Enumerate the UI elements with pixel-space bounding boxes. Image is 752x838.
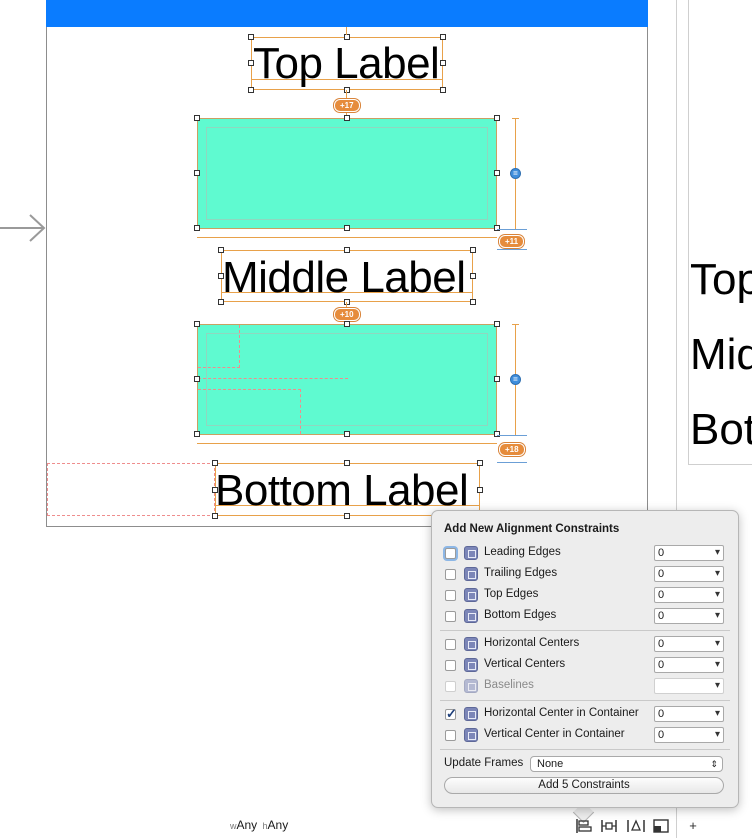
- leading-edges-icon: [464, 546, 478, 560]
- bottom-edges-label: Bottom Edges: [484, 609, 557, 621]
- pin-icon[interactable]: [600, 818, 618, 834]
- constraint-badge[interactable]: +10: [334, 308, 360, 321]
- height-prefix: h: [262, 821, 268, 831]
- leading-edges-checkbox[interactable]: [445, 548, 456, 559]
- constraint-badge[interactable]: +18: [499, 443, 525, 456]
- baselines-value[interactable]: [654, 678, 724, 694]
- horizontal-center-in-container-icon: [464, 707, 478, 721]
- width-prefix: w: [230, 821, 237, 831]
- leading-edges-label: Leading Edges: [484, 546, 561, 558]
- baselines-icon: [464, 679, 478, 693]
- bottom-edges-icon: [464, 609, 478, 623]
- editor-divider[interactable]: [676, 0, 677, 838]
- baselines-checkbox[interactable]: [445, 681, 456, 692]
- top-edges-icon: [464, 588, 478, 602]
- height-class: Any: [267, 818, 289, 832]
- row-horizontal-centers: Horizontal Centers 0: [444, 636, 736, 654]
- bottom-edges-value[interactable]: 0: [654, 608, 724, 624]
- size-class-control[interactable]: wAny hAny: [230, 818, 288, 832]
- separator: [440, 700, 730, 701]
- preview-top-label: Top: [690, 255, 752, 304]
- leading-edges-value[interactable]: 0: [654, 545, 724, 561]
- baselines-label: Baselines: [484, 679, 534, 691]
- preview-pane: [688, 0, 752, 465]
- middle-label[interactable]: Middle Label: [222, 253, 466, 302]
- separator: [440, 630, 730, 631]
- top-label[interactable]: Top Label: [253, 39, 440, 88]
- equal-constraint-icon[interactable]: =: [510, 374, 521, 385]
- update-frames-label: Update Frames: [444, 757, 524, 769]
- vertical-centers-value[interactable]: 0: [654, 657, 724, 673]
- preview-bottom-label: Bot: [690, 405, 752, 454]
- row-bottom-edges: Bottom Edges 0: [444, 608, 736, 626]
- vertical-center-in-container-icon: [464, 728, 478, 742]
- separator: [440, 749, 730, 750]
- horizontal-centers-checkbox[interactable]: [445, 639, 456, 650]
- resize-icon[interactable]: [652, 818, 670, 834]
- align-icon[interactable]: [574, 818, 592, 834]
- horizontal-center-in-container-value[interactable]: 0: [654, 706, 724, 722]
- constraint-badge[interactable]: +17: [334, 99, 360, 112]
- vertical-centers-checkbox[interactable]: [445, 660, 456, 671]
- navigation-bar: [46, 0, 648, 27]
- top-edges-label: Top Edges: [484, 588, 539, 600]
- arrow-right-icon: [0, 214, 46, 242]
- vertical-center-in-container-value[interactable]: 0: [654, 727, 724, 743]
- top-edges-value[interactable]: 0: [654, 587, 724, 603]
- resolve-icon[interactable]: [626, 818, 646, 834]
- update-frames-select[interactable]: None: [530, 756, 723, 772]
- row-vertical-center-in-container: Vertical Center in Container 0: [444, 727, 736, 745]
- horizontal-centers-label: Horizontal Centers: [484, 637, 580, 649]
- horizontal-center-in-container-checkbox[interactable]: [445, 706, 457, 722]
- row-top-edges: Top Edges 0: [444, 587, 736, 605]
- width-class: Any: [236, 818, 258, 832]
- alignment-constraints-popover: Add New Alignment Constraints Leading Ed…: [431, 510, 739, 808]
- horizontal-centers-value[interactable]: 0: [654, 636, 724, 652]
- row-horizontal-center-in-container: Horizontal Center in Container 0: [444, 706, 736, 724]
- vertical-centers-label: Vertical Centers: [484, 658, 566, 670]
- green-view-top[interactable]: [197, 118, 497, 229]
- vertical-center-in-container-checkbox[interactable]: [445, 730, 456, 741]
- trailing-edges-icon: [464, 567, 478, 581]
- horizontal-center-in-container-label: Horizontal Center in Container: [484, 707, 639, 719]
- row-leading-edges: Leading Edges 0: [444, 545, 736, 563]
- row-baselines: Baselines: [444, 678, 736, 696]
- top-edges-checkbox[interactable]: [445, 590, 456, 601]
- trailing-edges-checkbox[interactable]: [445, 569, 456, 580]
- bottom-label[interactable]: Bottom Label: [215, 466, 469, 515]
- equal-constraint-icon[interactable]: =: [510, 168, 521, 179]
- preview-middle-label: Mid: [690, 330, 752, 379]
- row-vertical-centers: Vertical Centers 0: [444, 657, 736, 675]
- row-trailing-edges: Trailing Edges 0: [444, 566, 736, 584]
- trailing-edges-label: Trailing Edges: [484, 567, 558, 579]
- constraint-badge[interactable]: +11: [499, 235, 525, 248]
- trailing-edges-value[interactable]: 0: [654, 566, 724, 582]
- bottom-edges-checkbox[interactable]: [445, 611, 456, 622]
- popover-title: Add New Alignment Constraints: [444, 523, 620, 535]
- vertical-center-in-container-label: Vertical Center in Container: [484, 728, 625, 740]
- add-constraints-button[interactable]: Add 5 Constraints: [444, 777, 724, 794]
- vertical-centers-icon: [464, 658, 478, 672]
- plus-icon[interactable]: +: [689, 818, 697, 833]
- horizontal-centers-icon: [464, 637, 478, 651]
- misplaced-frame-indicator: [47, 463, 215, 516]
